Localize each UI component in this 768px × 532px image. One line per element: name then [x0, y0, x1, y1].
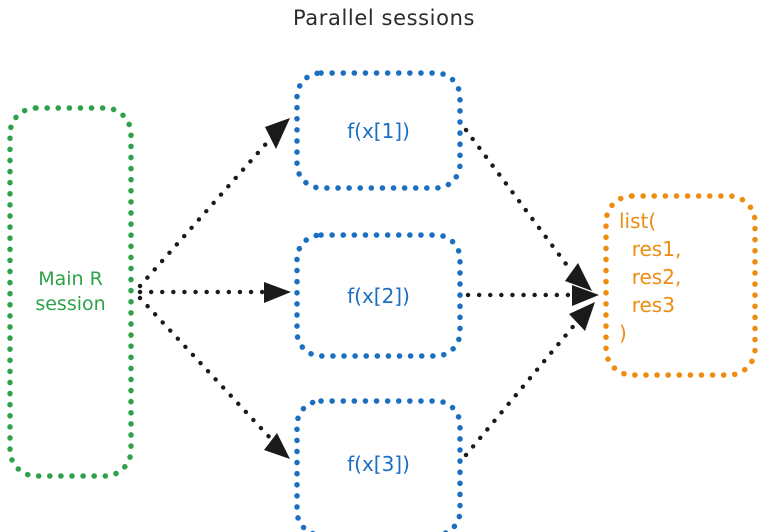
node-worker-fx2-label: f(x[2]) [347, 283, 410, 308]
node-result-list[interactable]: list( res1, res2, res3 ) [603, 193, 758, 378]
node-result-list-label: list( res1, res2, res3 ) [619, 209, 682, 345]
node-main-r-session-label: Main R session [35, 268, 106, 315]
node-worker-fx1[interactable]: f(x[1]) [294, 70, 463, 191]
node-worker-fx1-label: f(x[1]) [347, 118, 410, 143]
node-worker-fx2[interactable]: f(x[2]) [294, 232, 463, 359]
arrow-main-to-worker-1 [137, 118, 290, 289]
node-main-r-session[interactable]: Main R session [7, 105, 134, 479]
arrow-main-to-worker-3 [137, 295, 290, 459]
arrow-worker-1-to-result [463, 127, 592, 291]
arrow-worker-3-to-result [463, 302, 595, 458]
arrow-main-to-worker-2 [137, 282, 291, 303]
page-title: Parallel sessions [292, 6, 476, 30]
arrow-worker-2-to-result [465, 285, 599, 306]
node-worker-fx3-label: f(x[3]) [347, 452, 410, 476]
node-worker-fx3[interactable]: f(x[3]) [294, 398, 463, 532]
